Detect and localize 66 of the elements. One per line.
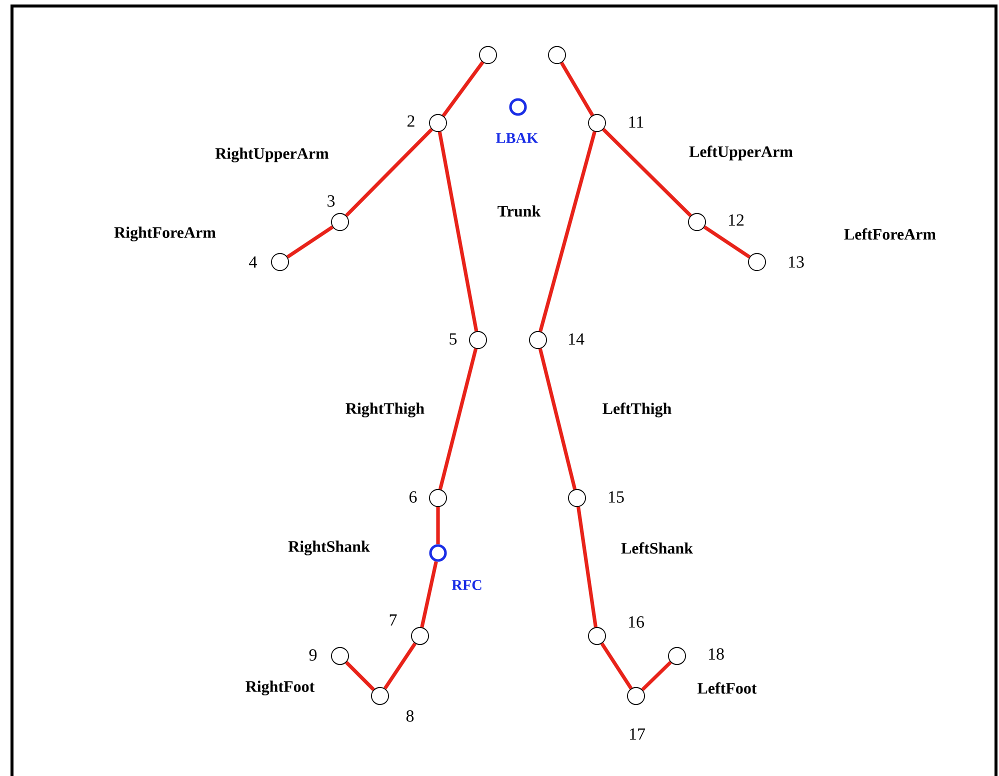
limb-line — [383, 642, 417, 690]
segment-label: LeftFoot — [698, 682, 757, 694]
joint-circle — [331, 647, 349, 665]
segment-label: RightUpperArm — [215, 148, 329, 162]
limb-line — [641, 660, 672, 692]
joint-number: 3 — [328, 195, 335, 207]
joint-number: 12 — [729, 214, 744, 226]
segment-label: LeftForeArm — [844, 228, 936, 240]
limb-line — [538, 131, 596, 332]
segment-label: LeftUpperArm — [689, 146, 793, 160]
joint-number: 6 — [410, 491, 417, 503]
limb-line — [286, 225, 334, 259]
joint-number: 7 — [390, 614, 397, 626]
joint-number: 13 — [789, 256, 804, 268]
marker-label: RFC — [452, 580, 482, 590]
joint-circle — [548, 46, 566, 64]
joint-circle — [331, 213, 349, 231]
joint-circle — [529, 331, 547, 349]
segment-label: LeftThigh — [602, 402, 672, 418]
marker-label: LBAK — [496, 133, 538, 143]
limb-line — [442, 61, 484, 117]
segment-label: RightThigh — [346, 402, 424, 418]
joint-number: 2 — [408, 115, 414, 127]
limb-line — [538, 348, 577, 490]
joint-circle — [271, 253, 289, 271]
limb-line — [420, 561, 438, 628]
limb-line — [436, 506, 440, 544]
marker-circle — [429, 544, 447, 562]
joint-circle — [429, 489, 447, 507]
limb-line — [560, 62, 594, 116]
joint-number: 8 — [406, 710, 414, 722]
joint-circle — [668, 647, 686, 665]
limb-line — [438, 131, 478, 332]
joint-circle — [371, 687, 389, 705]
joint-circle — [411, 627, 429, 645]
joint-number: 5 — [450, 333, 457, 345]
limb-line — [438, 348, 478, 490]
joint-circle — [568, 489, 586, 507]
joint-number: 4 — [249, 256, 257, 268]
limb-line — [576, 506, 598, 628]
joint-circle — [469, 331, 487, 349]
segment-label: Trunk — [498, 205, 541, 217]
segment-label: RightFoot — [246, 680, 315, 696]
joint-circle — [588, 627, 606, 645]
joint-number: 17 — [630, 728, 646, 740]
joint-circle — [588, 114, 606, 132]
limb-line — [600, 642, 633, 690]
joint-circle — [429, 114, 447, 132]
marker-circle — [509, 98, 527, 116]
limb-line — [602, 128, 692, 217]
limb-line — [345, 128, 433, 217]
joint-circle — [627, 687, 645, 705]
joint-circle — [479, 46, 497, 64]
joint-circle — [688, 213, 706, 231]
limb-line — [345, 661, 375, 691]
segment-label: RightShank — [288, 540, 370, 556]
joint-number: 11 — [629, 116, 644, 128]
joint-number: 16 — [629, 616, 644, 628]
limb-line — [703, 225, 751, 259]
joint-circle — [748, 253, 766, 271]
joint-number: 18 — [709, 648, 724, 660]
joint-number: 14 — [569, 333, 584, 345]
segment-label: LeftShank — [621, 542, 693, 554]
joint-number: 15 — [609, 491, 624, 503]
segment-label: RightForeArm — [114, 226, 216, 242]
joint-number: 9 — [309, 649, 317, 661]
